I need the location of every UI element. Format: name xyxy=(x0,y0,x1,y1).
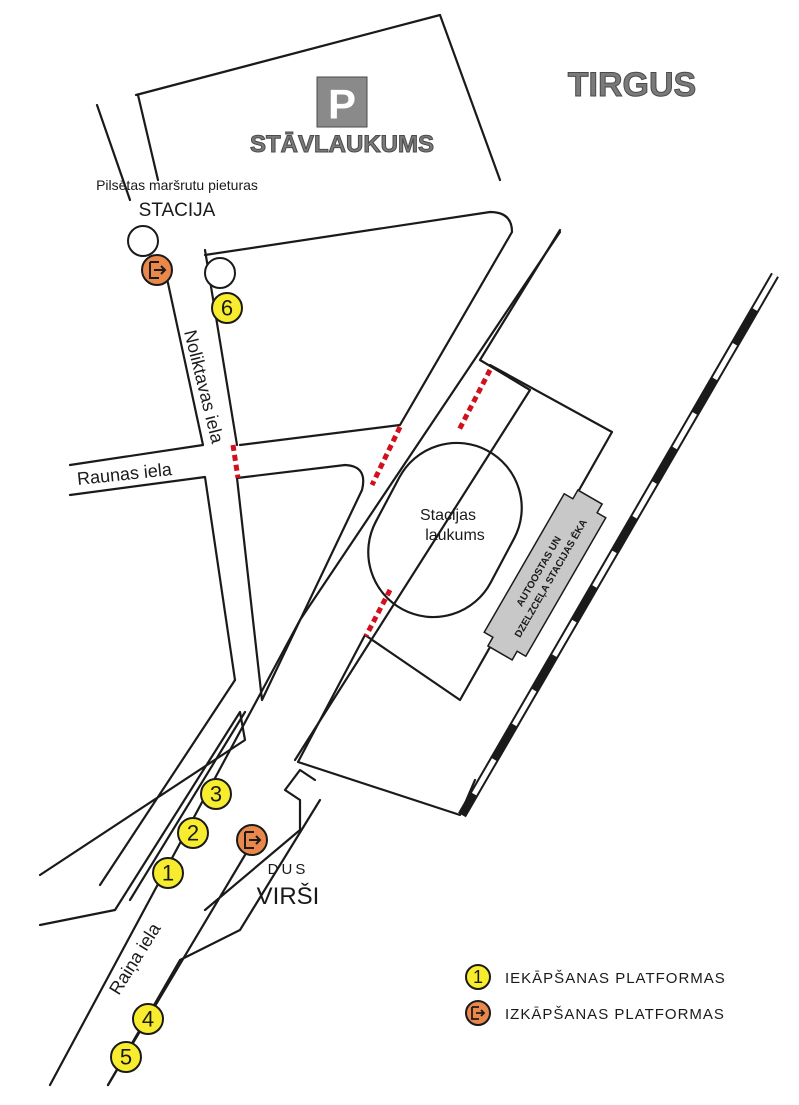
road-station-east xyxy=(293,228,562,762)
platform-1: 1 xyxy=(152,857,184,889)
street-raina: Raiņa iela xyxy=(105,919,165,998)
platform-2-number: 2 xyxy=(187,821,199,846)
noliktavas-west-edge xyxy=(68,103,205,467)
city-stops-caption: Pilsētas maršrutu pieturas xyxy=(96,177,258,193)
platform-5: 5 xyxy=(110,1041,142,1073)
exit-arrow-icon-fuel xyxy=(236,824,268,856)
crossing-noliktavas xyxy=(230,444,241,479)
bus-stop-circle-west xyxy=(127,225,159,257)
platform-3: 3 xyxy=(200,778,232,810)
road-west-main xyxy=(38,678,247,927)
block-middle xyxy=(235,463,365,702)
fuel-brand: VIRŠI xyxy=(257,882,320,910)
road-south-west xyxy=(48,230,562,1087)
square-label-line1: Stacijas xyxy=(420,507,476,524)
platform-3-number: 3 xyxy=(210,782,222,807)
platform-6-number: 6 xyxy=(221,296,233,321)
pedestrian-crossings xyxy=(230,368,493,638)
station-building: AUTOOSTAS UN DZELZCEĻA STACIJAS ĒKA xyxy=(483,489,607,661)
parking-sign-icon: P xyxy=(316,76,368,128)
platform-4: 4 xyxy=(132,1003,164,1035)
railway xyxy=(458,272,779,818)
platform-5-number: 5 xyxy=(120,1045,132,1070)
legend-alighting-icon xyxy=(465,1000,491,1026)
platform-2: 2 xyxy=(177,817,209,849)
platform-6: 6 xyxy=(211,292,243,324)
crossing-square-south xyxy=(363,588,393,638)
legend-alighting-label: IZKĀPŠANAS PLATFORMAS xyxy=(505,1006,725,1023)
legend-boarding-label: IEKĀPŠANAS PLATFORMAS xyxy=(505,970,726,987)
legend: 1 IEKĀPŠANAS PLATFORMAS IZKĀPŠANAS PLATF… xyxy=(465,964,726,1026)
platform-4-number: 4 xyxy=(142,1007,154,1032)
market-label: TIRGUS xyxy=(568,66,696,104)
legend-boarding-icon: 1 xyxy=(465,964,491,990)
city-stops-name: STACIJA xyxy=(139,200,216,221)
square-label-line2: laukums xyxy=(425,527,485,544)
exit-arrow-icon xyxy=(141,254,173,286)
street-raunas: Raunas iela xyxy=(76,459,174,489)
station-square-oval xyxy=(367,441,523,619)
parking-label: STĀVLAUKUMS xyxy=(250,131,434,158)
bus-stop-circle-east xyxy=(204,257,236,289)
station-square-south xyxy=(296,633,477,817)
legend-boarding-number: 1 xyxy=(473,967,483,987)
parking-letter: P xyxy=(328,81,356,128)
fuel-brand-top: DUS xyxy=(268,861,309,878)
raina-east-edge xyxy=(106,768,317,1087)
block-north-east xyxy=(203,210,514,447)
platform-1-number: 1 xyxy=(162,861,174,886)
raunas-south-edge xyxy=(68,475,237,682)
crossing-raunas-east xyxy=(369,425,403,487)
crossing-square-north xyxy=(455,368,493,434)
parking-lot-outline xyxy=(134,13,502,182)
